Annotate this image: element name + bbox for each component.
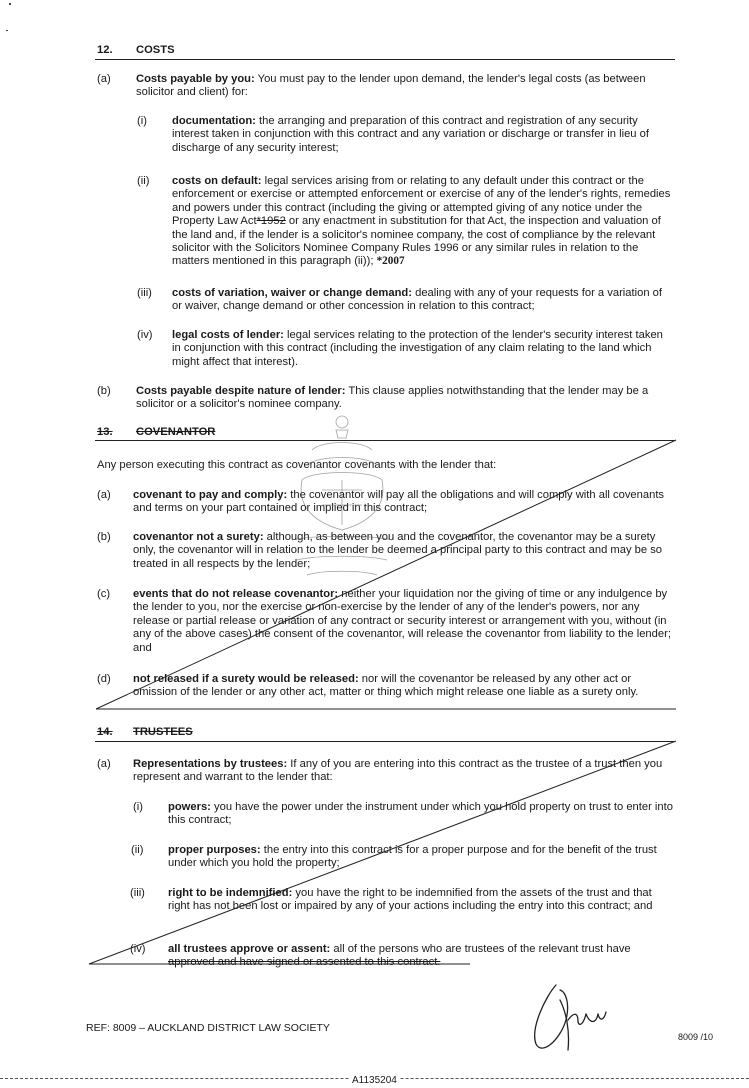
clause-14a-iv: all trustees approve or assent: all of t… — [168, 943, 675, 970]
clause-14a-i-label: (i) — [133, 801, 143, 813]
clause-14a-ii-heading: proper purposes: — [168, 844, 261, 856]
clause-14a-iv-text: all of the persons who are trustees of t… — [330, 943, 631, 955]
clause-12a-iii-heading: costs of variation, waiver or change dem… — [172, 287, 412, 299]
clause-14a-ii: proper purposes: the entry into this con… — [168, 844, 675, 871]
section-12-title: COSTS — [136, 44, 175, 56]
section-14-title: TRUSTEES — [133, 726, 193, 738]
clause-14a-iii-label: (iii) — [130, 887, 145, 899]
clause-12a-iv-heading: legal costs of lender: — [172, 329, 284, 341]
section-14-rule — [95, 741, 675, 742]
scan-speck — [6, 30, 8, 31]
clause-14a-iv-text-struck: approved and have signed or assented to … — [168, 956, 441, 969]
clause-13b: covenantor not a surety: although, as be… — [133, 531, 675, 571]
ornate-seal-stamp — [282, 410, 402, 590]
clause-12a-text: You must pay to the lender upon demand, … — [136, 73, 646, 99]
clause-13b-label: (b) — [97, 531, 111, 543]
clause-12a-iii-label: (iii) — [137, 287, 152, 299]
clause-14a-heading: Representations by trustees: — [133, 758, 288, 770]
clause-14a-i: powers: you have the power under the ins… — [168, 801, 675, 828]
clause-14a-iv-heading: all trustees approve or assent: — [168, 943, 331, 955]
clause-14a: Representations by trustees: If any of y… — [133, 758, 675, 785]
clause-12a-ii-text-1: legal services arising from or relating … — [172, 175, 671, 228]
clause-12b-heading: Costs payable despite nature of lender: — [136, 385, 346, 397]
handwritten-initials — [534, 984, 607, 1051]
clause-12a-i-text: the arranging and preparation of this co… — [172, 115, 649, 154]
clause-13a-heading: covenant to pay and comply: — [133, 489, 288, 501]
clause-12a-iii: costs of variation, waiver or change dem… — [172, 287, 674, 314]
clause-14a-iii-heading: right to be indemnified: — [168, 887, 293, 899]
clause-14a-i-text: you have the power under the instrument … — [168, 801, 673, 827]
clause-12a-ii-label: (ii) — [137, 175, 150, 187]
clause-12a-ii-annotation: *2007 — [376, 255, 405, 268]
clause-13d-label: (d) — [97, 673, 111, 685]
footer-form-code: 8009 /10 — [678, 1032, 714, 1042]
clause-12a-iii-text: dealing with any of your requests for a … — [172, 287, 662, 313]
clause-12a: Costs payable by you: You must pay to th… — [136, 73, 674, 100]
clause-12a-i-heading: documentation: — [172, 115, 256, 127]
section-12-number: 12. — [97, 44, 113, 56]
clause-12a-iv-text: legal services relating to the protectio… — [172, 329, 663, 368]
clause-13a: covenant to pay and comply: the covenant… — [133, 489, 675, 516]
clause-12a-iv: legal costs of lender: legal services re… — [172, 329, 674, 369]
clause-12a-ii: costs on default: legal services arising… — [172, 175, 674, 269]
scan-speck — [9, 3, 11, 5]
clause-14a-i-heading: powers: — [168, 801, 211, 813]
clause-12a-ii-text-2: or any enactment in substitution for tha… — [172, 215, 661, 268]
clause-12a-i-label: (i) — [137, 115, 147, 127]
clause-13c-label: (c) — [97, 588, 111, 600]
footer-reference: REF: 8009 – AUCKLAND DISTRICT LAW SOCIET… — [86, 1022, 330, 1034]
section-13-number: 13. — [97, 426, 113, 438]
clause-12b-label: (b) — [97, 385, 111, 397]
clause-12a-ii-heading: costs on default: — [172, 175, 262, 187]
clause-13d: not released if a surety would be releas… — [133, 673, 675, 700]
clause-13a-label: (a) — [97, 489, 111, 501]
section-14-number: 14. — [97, 726, 113, 738]
clause-12a-ii-struck-year: *1952 — [256, 215, 286, 228]
document-number: A1135204 — [350, 1074, 399, 1088]
clause-13b-heading: covenantor not a surety: — [133, 531, 264, 543]
section-13-title: COVENANTOR — [136, 426, 216, 438]
clause-14a-iv-label: (iv) — [130, 943, 146, 955]
clause-14a-iii: right to be indemnified: you have the ri… — [168, 887, 675, 914]
clause-14a-ii-label: (ii) — [131, 844, 144, 856]
clause-12a-heading: Costs payable by you: — [136, 73, 255, 85]
clause-12a-iv-label: (iv) — [137, 329, 153, 341]
section-12-rule — [95, 59, 675, 60]
clause-13c: events that do not release covenantor: n… — [133, 588, 675, 655]
clause-13d-heading: not released if a surety would be releas… — [133, 673, 359, 685]
clause-12a-label: (a) — [97, 73, 111, 85]
clause-14a-label: (a) — [97, 758, 111, 770]
clause-12a-i: documentation: the arranging and prepara… — [172, 115, 674, 155]
clause-12b: Costs payable despite nature of lender: … — [136, 385, 674, 412]
clause-12b-text: This clause applies notwithstanding that… — [136, 385, 649, 411]
